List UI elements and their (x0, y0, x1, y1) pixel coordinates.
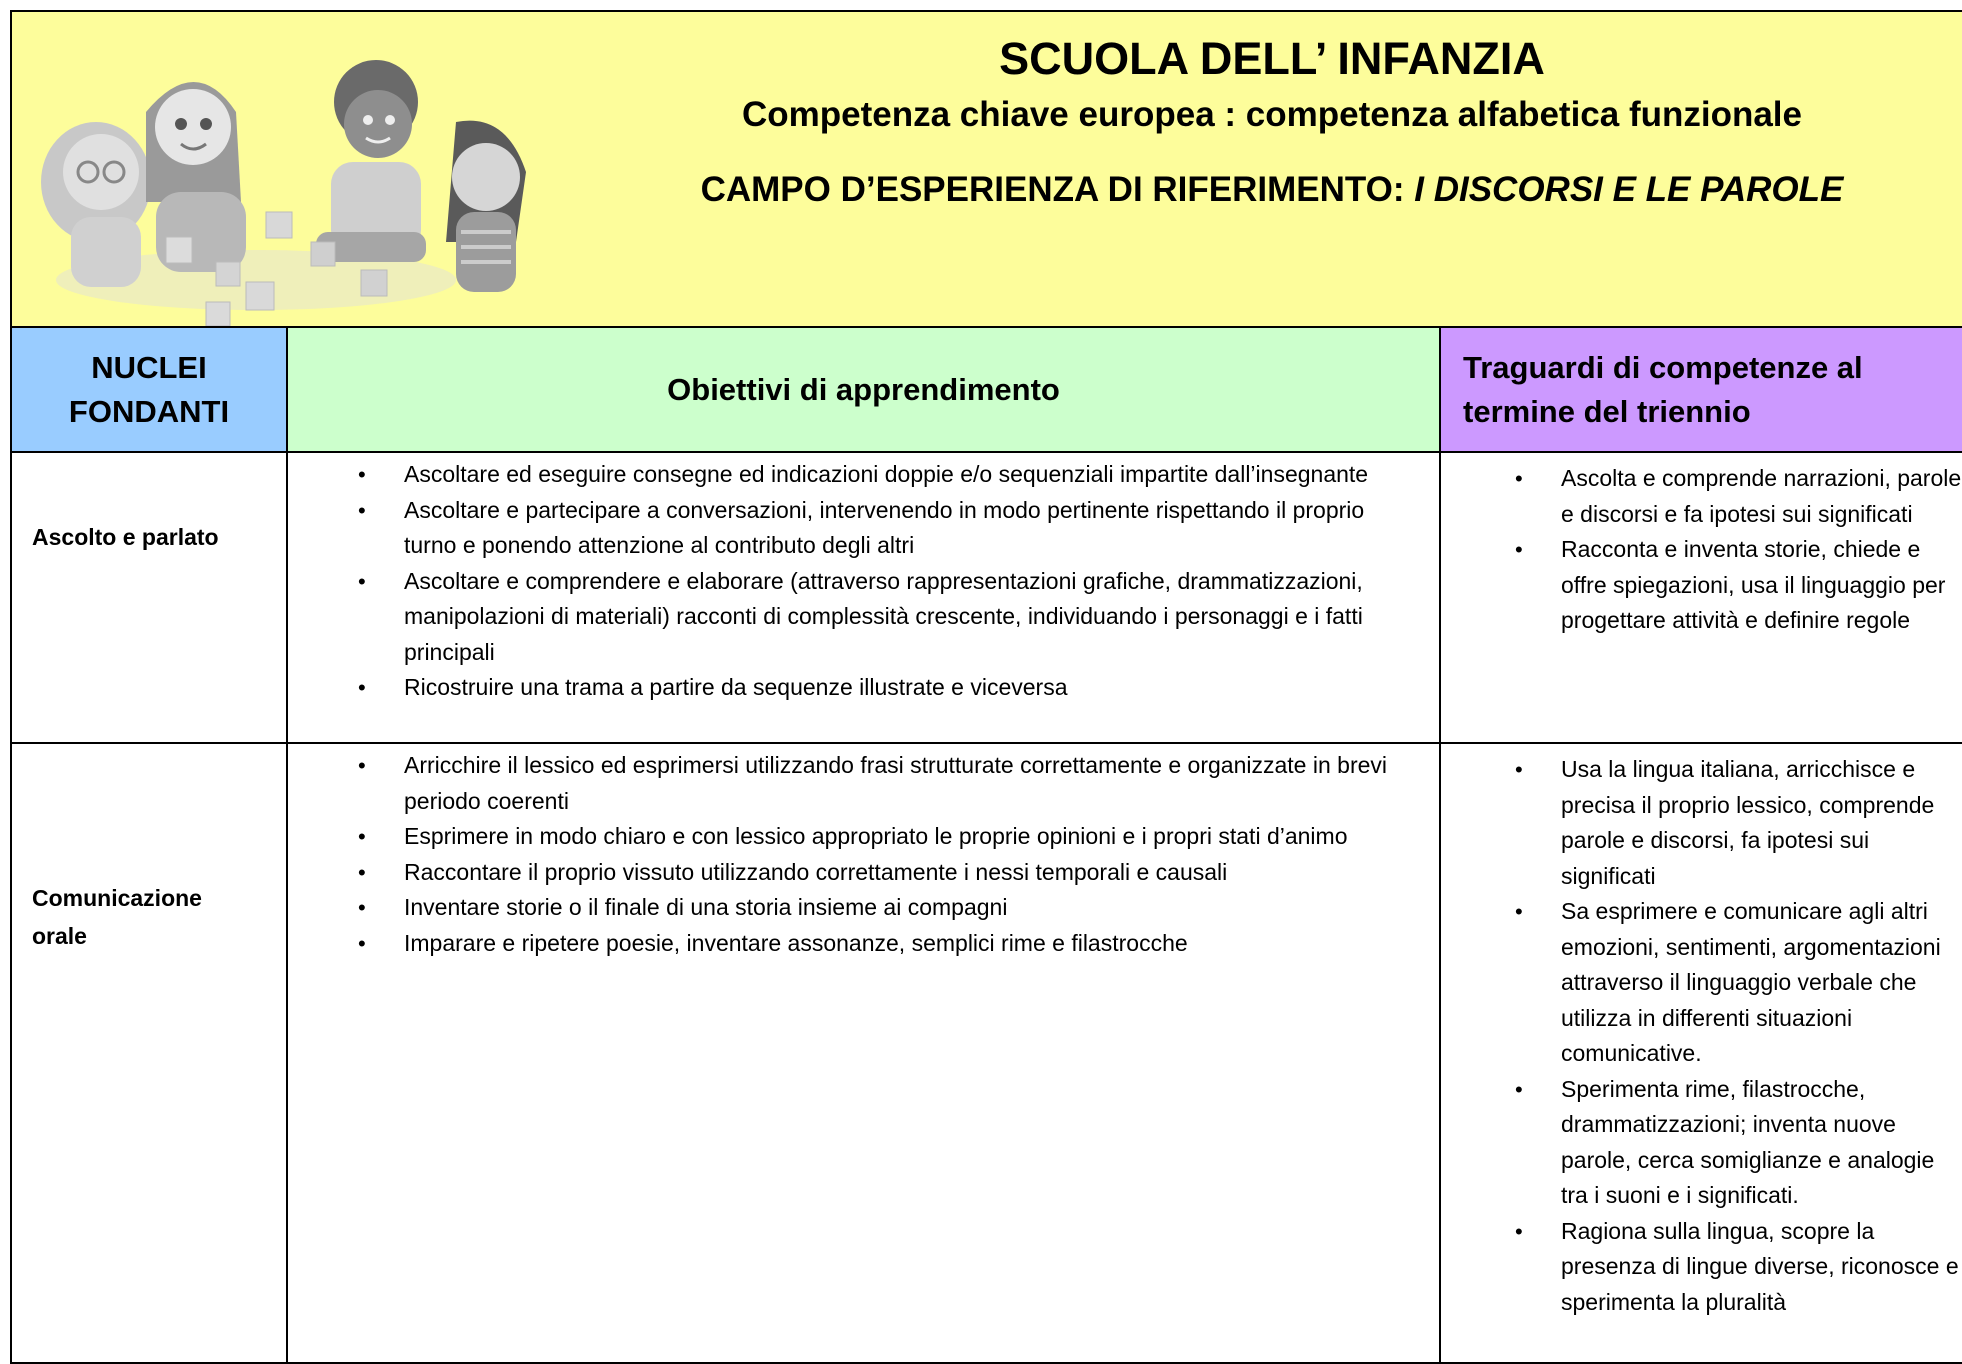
col-header-traguardi: Traguardi di competenze al termine del t… (1439, 326, 1962, 453)
obiettivi-cell: Arricchire il lessico ed esprimersi util… (286, 742, 1441, 1364)
list-item: Esprimere in modo chiaro e con lessico a… (358, 819, 1419, 855)
table-row: Ascolto e parlato Ascoltare ed eseguire … (10, 451, 1962, 744)
traguardi-list: Ascolta e comprende narrazioni, parole e… (1441, 453, 1962, 639)
children-playing-illustration (41, 60, 526, 327)
traguardi-cell: Ascolta e comprende narrazioni, parole e… (1439, 451, 1962, 744)
list-item: Sperimenta rime, filastrocche, drammatiz… (1515, 1072, 1962, 1214)
list-item: Ascolta e comprende narrazioni, parole e… (1515, 461, 1962, 532)
nucleo-cell: Ascolto e parlato (10, 451, 288, 744)
list-item: Ragiona sulla lingua, scopre la presenza… (1515, 1214, 1962, 1321)
list-item: Arricchire il lessico ed esprimersi util… (358, 748, 1419, 819)
nucleo-cell: Comunicazione orale (10, 742, 288, 1364)
document-page: SCUOLA DELL’ INFANZIA Competenza chiave … (0, 0, 1962, 1314)
traguardi-list: Usa la lingua italiana, arricchisce e pr… (1441, 744, 1962, 1320)
list-item: Usa la lingua italiana, arricchisce e pr… (1515, 752, 1962, 894)
table-header-row: NUCLEI FONDANTI Obiettivi di apprendimen… (10, 326, 1962, 453)
campo-value: I DISCORSI E LE PAROLE (1414, 170, 1844, 209)
traguardi-cell: Usa la lingua italiana, arricchisce e pr… (1439, 742, 1962, 1364)
col-header-obiettivi: Obiettivi di apprendimento (286, 326, 1441, 453)
table-row: Comunicazione orale Arricchire il lessic… (10, 742, 1962, 1364)
list-item: Imparare e ripetere poesie, inventare as… (358, 926, 1419, 962)
list-item: Raccontare il proprio vissuto utilizzand… (358, 855, 1419, 891)
list-item: Sa esprimere e comunicare agli altri emo… (1515, 894, 1962, 1072)
list-item: Racconta e inventa storie, chiede e offr… (1515, 532, 1962, 639)
col-header-nuclei: NUCLEI FONDANTI (10, 326, 288, 453)
nucleo-label: Comunicazione orale (32, 885, 202, 949)
list-item: Ascoltare e comprendere e elaborare (att… (358, 564, 1419, 671)
list-item: Inventare storie o il finale di una stor… (358, 890, 1419, 926)
obiettivi-list: Ascoltare ed eseguire consegne ed indica… (288, 453, 1439, 706)
list-item: Ricostruire una trama a partire da seque… (358, 670, 1419, 706)
obiettivi-cell: Ascoltare ed eseguire consegne ed indica… (286, 451, 1441, 744)
nucleo-label: Ascolto e parlato (32, 524, 219, 550)
campo-prefix: CAMPO D’ESPERIENZA DI RIFERIMENTO: (700, 170, 1415, 209)
list-item: Ascoltare e partecipare a conversazioni,… (358, 493, 1419, 564)
curriculum-table: NUCLEI FONDANTI Obiettivi di apprendimen… (10, 326, 1962, 1364)
page-title: SCUOLA DELL’ INFANZIA (999, 33, 1545, 84)
obiettivi-list: Arricchire il lessico ed esprimersi util… (288, 744, 1439, 961)
list-item: Ascoltare ed eseguire consegne ed indica… (358, 457, 1419, 493)
page-subtitle: Competenza chiave europea : competenza a… (742, 95, 1802, 134)
campo-esperienza: CAMPO D’ESPERIENZA DI RIFERIMENTO: I DIS… (652, 167, 1892, 213)
header-banner: SCUOLA DELL’ INFANZIA Competenza chiave … (10, 10, 1962, 328)
